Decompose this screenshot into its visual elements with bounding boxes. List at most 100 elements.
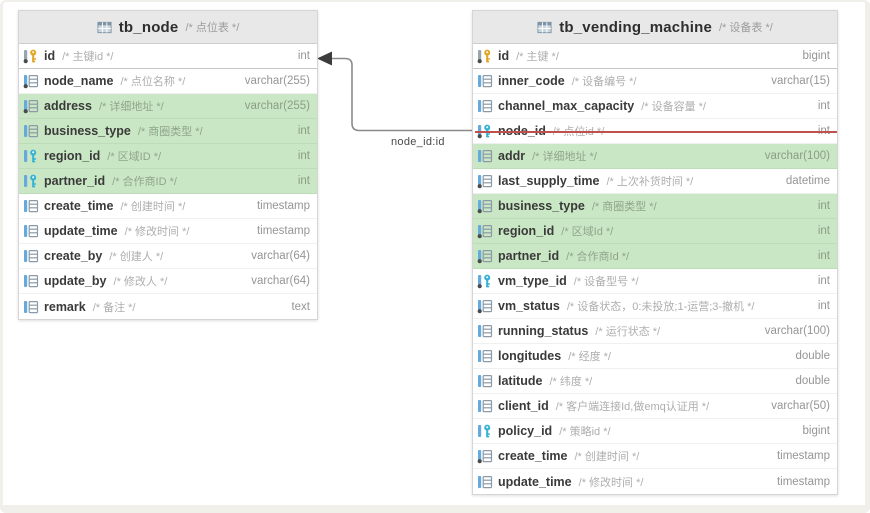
field-row-longitudes[interactable]: longitudes /* 经度 */ double	[473, 344, 837, 369]
foreign-key-icon	[23, 148, 39, 164]
field-comment: /* 设备型号 */	[573, 276, 639, 288]
field-row-partner_id[interactable]: partner_id /* 合作商ID */ int	[19, 169, 317, 194]
field-name: id	[498, 49, 510, 63]
field-name: running_status	[498, 324, 589, 338]
field-grid-icon	[477, 323, 493, 339]
field-name: last_supply_time	[498, 174, 600, 188]
field-grid-icon	[477, 398, 493, 414]
field-row-business_type[interactable]: business_type /* 商圈类型 */ int	[473, 194, 837, 219]
field-row-create_by[interactable]: create_by /* 创建人 */ varchar(64)	[19, 244, 317, 269]
field-row-node_name[interactable]: node_name /* 点位名称 */ varchar(255)	[19, 69, 317, 94]
field-grid-icon	[23, 299, 39, 315]
field-type: double	[795, 375, 830, 387]
field-row-update_time[interactable]: update_time /* 修改时间 */ timestamp	[19, 219, 317, 244]
field-comment: /* 主键 */	[516, 51, 559, 63]
table-header-tb-node[interactable]: tb_node /* 点位表 */	[19, 11, 317, 44]
field-row-update_by[interactable]: update_by /* 修改人 */ varchar(64)	[19, 269, 317, 294]
field-row-last_supply_time[interactable]: last_supply_time /* 上次补货时间 */ datetime	[473, 169, 837, 194]
foreign-key-icon	[477, 123, 493, 139]
field-grid-icon	[23, 98, 39, 114]
field-row-client_id[interactable]: client_id /* 客户端连接Id,做emq认证用 */ varchar(…	[473, 394, 837, 419]
field-comment: /* 修改人 */	[113, 276, 168, 288]
table-header-tb-vending-machine[interactable]: tb_vending_machine /* 设备表 */	[473, 11, 837, 44]
field-row-latitude[interactable]: latitude /* 纬度 */ double	[473, 369, 837, 394]
relationship-line[interactable]	[331, 57, 472, 132]
field-grid-icon	[477, 348, 493, 364]
field-type: bigint	[802, 50, 831, 62]
field-name: longitudes	[498, 349, 562, 363]
field-comment: /* 商圈类型 */	[137, 126, 203, 138]
field-row-create_time[interactable]: create_time /* 创建时间 */ timestamp	[19, 194, 317, 219]
field-name: region_id	[44, 149, 101, 163]
field-type: datetime	[785, 175, 830, 187]
field-row-remark[interactable]: remark /* 备注 */ text	[19, 294, 317, 319]
field-row-business_type[interactable]: business_type /* 商圈类型 */ int	[19, 119, 317, 144]
field-grid-icon	[477, 198, 493, 214]
field-type: int	[817, 225, 830, 237]
field-comment: /* 合作商Id */	[566, 251, 630, 263]
field-row-update_time[interactable]: update_time /* 修改时间 */ timestamp	[473, 469, 837, 494]
field-row-id[interactable]: id /* 主键id */ int	[19, 44, 317, 69]
field-row-inner_code[interactable]: inner_code /* 设备编号 */ varchar(15)	[473, 69, 837, 94]
field-type: timestamp	[256, 225, 310, 237]
field-row-region_id[interactable]: region_id /* 区域ID */ int	[19, 144, 317, 169]
field-type: int	[817, 200, 830, 212]
field-row-vm_type_id[interactable]: vm_type_id /* 设备型号 */ int	[473, 269, 837, 294]
field-row-address[interactable]: address /* 详细地址 */ varchar(255)	[19, 94, 317, 119]
field-name: node_name	[44, 74, 114, 88]
field-row-addr[interactable]: addr /* 详细地址 */ varchar(100)	[473, 144, 837, 169]
field-grid-icon	[23, 123, 39, 139]
field-comment: /* 纬度 */	[549, 376, 593, 388]
table-tb-node[interactable]: tb_node /* 点位表 */ id	[18, 10, 318, 320]
field-name: create_by	[44, 249, 103, 263]
field-grid-icon	[477, 474, 493, 490]
field-grid-icon	[477, 248, 493, 264]
field-comment: /* 创建时间 */	[574, 451, 640, 463]
field-type: int	[297, 50, 310, 62]
field-type: int	[817, 125, 830, 137]
field-row-region_id[interactable]: region_id /* 区域Id */ int	[473, 219, 837, 244]
field-comment: /* 策略id */	[559, 426, 611, 438]
field-row-channel_max_capacity[interactable]: channel_max_capacity /* 设备容量 */ int	[473, 94, 837, 119]
field-comment: /* 详细地址 */	[532, 151, 597, 163]
field-type: int	[817, 250, 830, 262]
field-name: id	[44, 49, 56, 63]
field-name: vm_status	[498, 299, 560, 313]
field-row-vm_status[interactable]: vm_status /* 设备状态，0:未投放;1-运营;3-撤机 */ int	[473, 294, 837, 319]
field-name: latitude	[498, 374, 543, 388]
field-comment: /* 区域Id */	[561, 226, 614, 238]
field-comment: /* 详细地址 */	[98, 101, 164, 113]
table-name: tb_node	[118, 18, 179, 36]
field-type: timestamp	[776, 475, 830, 488]
field-name: update_time	[498, 474, 572, 489]
field-row-create_time[interactable]: create_time /* 创建时间 */ timestamp	[473, 444, 837, 469]
field-row-partner_id[interactable]: partner_id /* 合作商Id */ int	[473, 244, 837, 269]
field-list: id /* 主键 */ bigint	[473, 44, 837, 494]
field-comment: /* 经度 */	[568, 351, 611, 363]
field-name: remark	[44, 299, 86, 314]
field-comment: /* 设备状态，0:未投放;1-运营;3-撤机 */	[566, 301, 755, 313]
table-comment: /* 点位表 */	[185, 22, 240, 34]
field-grid-icon	[23, 273, 39, 289]
field-row-policy_id[interactable]: policy_id /* 策略id */ bigint	[473, 419, 837, 444]
field-name: policy_id	[498, 424, 553, 438]
field-grid-icon	[23, 73, 39, 89]
field-comment: /* 修改时间 */	[578, 476, 644, 489]
field-row-node_id[interactable]: node_id /* 点位id */ int	[473, 119, 837, 144]
field-grid-icon	[23, 198, 39, 214]
field-type: int	[817, 275, 830, 287]
foreign-key-icon	[23, 173, 39, 189]
field-type: varchar(255)	[244, 75, 310, 87]
table-tb-vending-machine[interactable]: tb_vending_machine /* 设备表 */	[472, 10, 838, 495]
field-row-running_status[interactable]: running_status /* 运行状态 */ varchar(100)	[473, 319, 837, 344]
field-comment: /* 修改时间 */	[124, 226, 190, 238]
field-type: int	[297, 125, 310, 137]
field-name: update_by	[44, 274, 107, 288]
foreign-key-icon	[477, 423, 493, 439]
field-row-id[interactable]: id /* 主键 */ bigint	[473, 44, 837, 69]
field-name: client_id	[498, 399, 549, 413]
field-name: channel_max_capacity	[498, 99, 635, 113]
table-name: tb_vending_machine	[559, 18, 712, 36]
relationship-arrowhead-icon	[317, 51, 332, 66]
